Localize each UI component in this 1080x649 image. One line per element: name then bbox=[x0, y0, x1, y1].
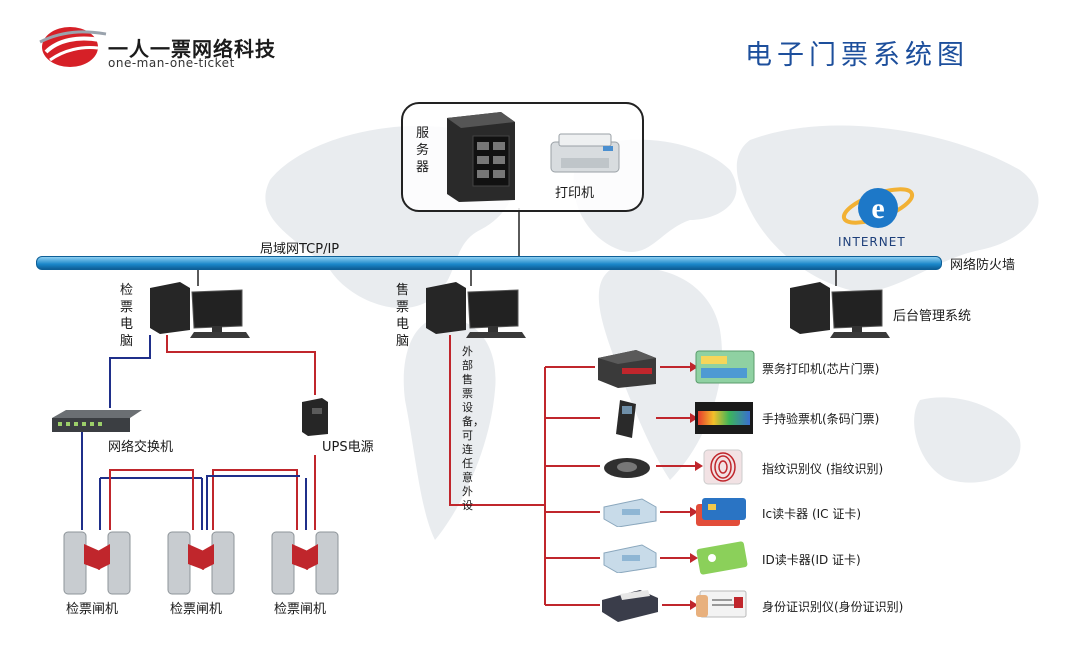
ticket-printer-icon bbox=[598, 350, 656, 388]
peripheral-label: ID读卡器(ID 证卡) bbox=[762, 553, 861, 567]
handheld-scanner-icon bbox=[616, 400, 636, 438]
check-pc-label: 检票电脑 bbox=[120, 283, 134, 349]
peripheral-label: 指纹识别仪 (指纹识别) bbox=[762, 462, 884, 476]
firewall-label: 网络防火墙 bbox=[950, 258, 1016, 273]
brand-slogan: one-man-one-ticket bbox=[108, 56, 235, 70]
brand-name: 一人一票网络科技 bbox=[108, 37, 276, 61]
fingerprint-reader-icon bbox=[604, 458, 650, 478]
peripheral-label: Ic读卡器 (IC 证卡) bbox=[762, 507, 862, 521]
id-scanner-icon bbox=[602, 590, 658, 622]
gate-icon bbox=[63, 531, 131, 595]
internet-explorer-icon: e bbox=[841, 187, 915, 228]
sale-pc-icon bbox=[426, 282, 526, 338]
server-tower-icon bbox=[447, 112, 515, 202]
gate-label: 检票闸机 bbox=[170, 602, 223, 617]
sale-pc-label: 售票电脑 bbox=[396, 283, 410, 349]
fingerprint-icon bbox=[703, 449, 743, 485]
company-logo-icon bbox=[39, 27, 107, 67]
svg-text:e: e bbox=[871, 192, 884, 225]
peripheral-label: 手持验票机(条码门票) bbox=[762, 412, 880, 426]
printer-icon bbox=[550, 133, 620, 173]
id-card-icon bbox=[696, 541, 748, 575]
peripheral-label: 票务打印机(芯片门票) bbox=[762, 362, 880, 376]
gate-label: 检票闸机 bbox=[66, 602, 119, 617]
id-reader-icon bbox=[603, 544, 657, 573]
network-switch-icon bbox=[52, 410, 142, 432]
chip-ticket-icon bbox=[695, 350, 755, 384]
peripheral-note: 外部售票设备，可连任意外设 bbox=[462, 345, 484, 512]
ic-reader-icon bbox=[603, 498, 657, 527]
identity-card-icon bbox=[696, 590, 747, 618]
lan-label: 局域网TCP/IP bbox=[260, 242, 340, 257]
admin-system-label: 后台管理系统 bbox=[893, 309, 972, 324]
peripheral-label: 身份证识别仪(身份证识别) bbox=[762, 600, 904, 614]
admin-pc-icon bbox=[790, 282, 890, 338]
switch-label: 网络交换机 bbox=[108, 440, 174, 455]
network-bus bbox=[36, 256, 942, 270]
check-pc-icon bbox=[150, 282, 250, 338]
printer-label: 打印机 bbox=[555, 186, 595, 201]
server-label: 服务器 bbox=[416, 126, 430, 175]
gate-label: 检票闸机 bbox=[274, 602, 327, 617]
gate-icon bbox=[167, 531, 235, 595]
ic-card-icon bbox=[696, 498, 746, 526]
internet-label: INTERNET bbox=[838, 235, 906, 249]
gate-icon bbox=[271, 531, 339, 595]
barcode-ticket-icon bbox=[695, 402, 753, 434]
diagram-title: 电子门票系统图 bbox=[745, 40, 969, 71]
ups-icon bbox=[302, 398, 328, 436]
ups-label: UPS电源 bbox=[322, 440, 374, 455]
